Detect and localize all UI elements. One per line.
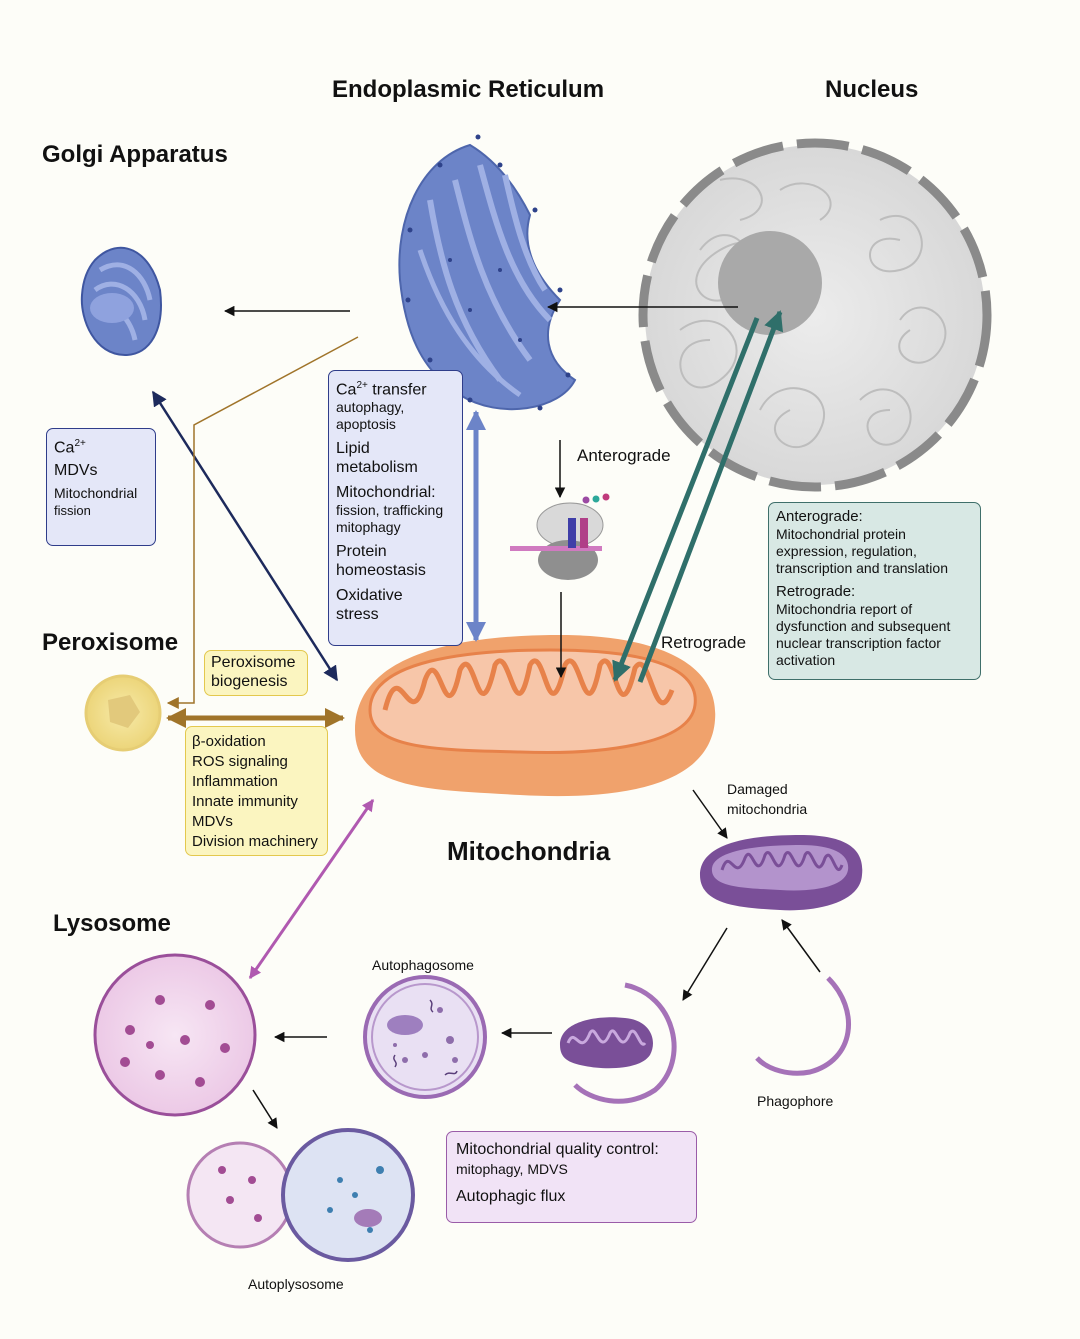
antero-line-3: transcription and translation xyxy=(776,560,948,576)
golgi-fission-1: Mitochondrial xyxy=(54,485,138,502)
er-ox-1: Oxidative xyxy=(336,587,403,605)
er-lipid-2: metabolism xyxy=(336,459,418,477)
golgi-mdvs: MDVs xyxy=(54,462,98,480)
engulfing-mitochondria-illustration xyxy=(560,982,677,1104)
er-mito-sub-1: fission, trafficking xyxy=(336,502,444,519)
lysosome-title: Lysosome xyxy=(53,910,171,937)
perox-function: ROS signaling xyxy=(192,753,288,770)
mitochondria-illustration xyxy=(355,635,716,797)
nucleus-title: Nucleus xyxy=(825,76,919,103)
er-ca-line: Ca2+ transfer xyxy=(336,380,427,399)
retrograde-label: Retrograde xyxy=(661,633,747,652)
autolysosome-label: Autoplysosome xyxy=(248,1276,344,1292)
retro-heading: Retrograde: xyxy=(776,583,856,600)
perox-function: MDVs xyxy=(192,813,233,830)
perox-biogenesis-1: Peroxisome xyxy=(211,654,296,671)
perox-biogenesis-2: biogenesis xyxy=(211,673,288,690)
er-mito-1: Mitochondrial: xyxy=(336,484,436,502)
er-illustration xyxy=(398,134,577,411)
ribosome-illustration xyxy=(510,493,610,580)
arrow-er-peroxisome xyxy=(166,336,359,709)
mitochondria-title: Mitochondria xyxy=(447,836,611,866)
arrow-lysosome-to-autolysosome xyxy=(252,1089,278,1129)
arrow-damaged-to-engulf xyxy=(682,927,728,1001)
retro-line-1: Mitochondria report of xyxy=(776,601,913,617)
antero-line-2: expression, regulation, xyxy=(776,543,917,559)
retro-line-2: dysfunction and subsequent xyxy=(776,618,951,634)
golgi-illustration xyxy=(80,246,162,357)
phagophore-label: Phagophore xyxy=(757,1093,834,1109)
er-ca-sub-1: autophagy, xyxy=(336,399,405,416)
autophagosome-label: Autophagosome xyxy=(372,957,474,973)
perox-function: Inflammation xyxy=(192,773,278,790)
perox-function: Innate immunity xyxy=(192,793,298,810)
er-protein-2: homeostasis xyxy=(336,562,426,580)
qc-sub: mitophagy, MDVS xyxy=(456,1161,568,1177)
peroxisome-title: Peroxisome xyxy=(42,629,179,656)
damaged-label-line2: mitochondria xyxy=(727,801,808,817)
qc-heading: Mitochondrial quality control: xyxy=(456,1141,659,1158)
golgi-title: Golgi Apparatus xyxy=(42,141,228,168)
qc-flux: Autophagic flux xyxy=(456,1188,566,1205)
nucleus-illustration xyxy=(638,138,992,492)
er-ca-sub-2: apoptosis xyxy=(336,416,396,433)
autolysosome-illustration xyxy=(186,1128,415,1262)
antero-line-1: Mitochondrial protein xyxy=(776,526,906,542)
perox-function: Division machinery xyxy=(192,833,318,850)
arrow-to-damaged-mitochondria xyxy=(692,789,728,839)
lysosome-illustration xyxy=(93,953,257,1117)
antero-heading: Anterograde: xyxy=(776,508,863,525)
retro-line-3: nuclear transcription factor xyxy=(776,635,941,651)
er-lipid-1: Lipid xyxy=(336,440,370,458)
golgi-fission-2: fission xyxy=(54,503,91,519)
er-mito-sub-2: mitophagy xyxy=(336,519,401,536)
nucleus-info-box: Anterograde: Mitochondrial protein expre… xyxy=(768,502,981,680)
golgi-ca-line: Ca2+ xyxy=(54,438,86,457)
perox-functions-box: β-oxidation ROS signaling Inflammation I… xyxy=(185,726,328,856)
arrow-retrograde-to-mitochondria xyxy=(612,317,760,682)
quality-control-box: Mitochondrial quality control: mitophagy… xyxy=(446,1131,697,1223)
er-protein-1: Protein xyxy=(336,543,387,561)
er-title: Endoplasmic Reticulum xyxy=(332,76,605,103)
arrow-golgi-mitochondria xyxy=(151,390,339,682)
autophagosome-illustration xyxy=(363,975,487,1099)
damaged-label-line1: Damaged xyxy=(727,781,788,797)
perox-function: β-oxidation xyxy=(192,733,266,750)
er-ox-2: stress xyxy=(336,606,379,624)
er-info-box: Ca2+ transfer autophagy, apoptosis Lipid… xyxy=(328,370,463,646)
retro-line-4: activation xyxy=(776,652,836,668)
anterograde-label: Anterograde xyxy=(577,446,671,465)
phagophore-illustration xyxy=(755,976,852,1076)
arrow-mitochondria-lysosome xyxy=(248,799,375,979)
perox-biogenesis-box: Peroxisome biogenesis xyxy=(204,650,308,696)
golgi-info-box: Ca2+ MDVs Mitochondrial fission xyxy=(46,428,156,546)
arrow-retrograde-to-nucleus xyxy=(637,310,783,683)
arrow-phagophore-to-damaged xyxy=(781,919,821,973)
damaged-mitochondria-illustration xyxy=(700,835,863,911)
peroxisome-illustration xyxy=(84,674,162,752)
